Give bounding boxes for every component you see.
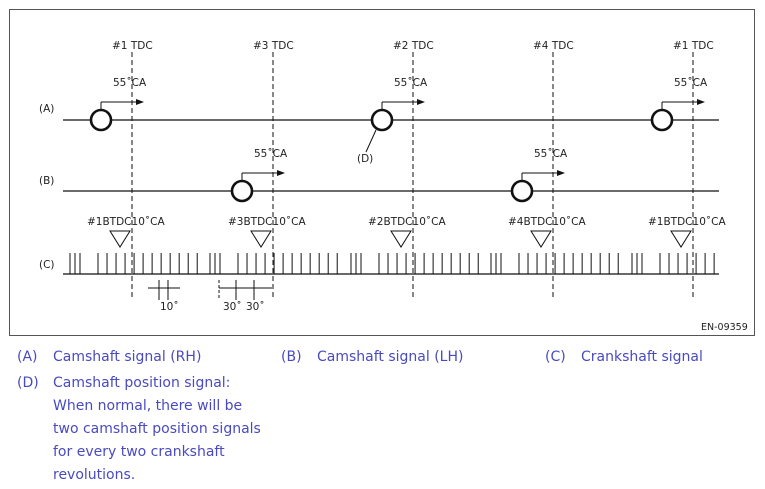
angle-label: 55˚CA	[534, 148, 568, 160]
tdc-label: #3 TDC	[253, 40, 294, 52]
dim-30b-label: 30˚	[246, 301, 265, 313]
legend-code-c: (C)	[545, 349, 566, 365]
legend-code-d: (D)	[17, 375, 39, 391]
btdc-marker	[530, 230, 552, 248]
cam-pulse-circle	[370, 108, 394, 132]
angle-arrow-head	[417, 99, 425, 105]
btdc-marker	[250, 230, 272, 248]
angle-label: 55˚CA	[674, 77, 708, 89]
legend-item-c: (C) Crankshaft signal	[545, 346, 703, 369]
dim-30a-label: 30˚	[223, 301, 242, 313]
timing-diagram-frame: #1 TDC #1BTDC10˚CA #3 TDC #3BTDC10˚CA #2 TDC…	[9, 9, 755, 336]
pointer-d-line	[365, 129, 377, 153]
legend-item-d: (D) Camshaft position signal: When norma…	[17, 372, 317, 489]
dimension-10-deg: 10˚	[148, 280, 180, 313]
legend-d-line: two camshaft position signals	[53, 421, 261, 437]
pointer-label-d: (D)	[357, 153, 373, 165]
dim-10-label: 10˚	[160, 301, 179, 313]
legend-d-line: Camshaft position signal:	[53, 375, 231, 391]
tdc-label: #4 TDC	[533, 40, 574, 52]
btdc-marker	[670, 230, 692, 248]
timing-diagram: #1 TDC #1BTDC10˚CA #3 TDC #3BTDC10˚CA #2 TDC…	[39, 40, 748, 333]
angle-label: 55˚CA	[254, 148, 288, 160]
cam-pulse-circle	[510, 179, 534, 203]
btdc-label: #1BTDC10˚CA	[87, 216, 165, 228]
legend-d-line: for every two crankshaft	[53, 444, 225, 460]
btdc-label: #3BTDC10˚CA	[228, 216, 306, 228]
legend-text-a: Camshaft signal (RH)	[53, 349, 202, 365]
tdc-label: #1 TDC	[112, 40, 153, 52]
angle-arrow-head	[697, 99, 705, 105]
cam-pulse-circle	[230, 179, 254, 203]
btdc-label: #4BTDC10˚CA	[508, 216, 586, 228]
row-label-b: (B)	[39, 175, 54, 187]
dimension-30-deg: 30˚ 30˚	[218, 280, 272, 313]
legend-item-a: (A) Camshaft signal (RH)	[17, 346, 201, 369]
figure-id: EN-09359	[701, 322, 748, 333]
cam-pulse-circle	[650, 108, 674, 132]
btdc-label: #1BTDC10˚CA	[648, 216, 726, 228]
btdc-marker	[390, 230, 412, 248]
row-label-c: (C)	[39, 259, 55, 271]
angle-label: 55˚CA	[394, 77, 428, 89]
btdc-label: #2BTDC10˚CA	[368, 216, 446, 228]
tdc-label: #1 TDC	[673, 40, 714, 52]
legend-d-line: revolutions.	[53, 467, 136, 483]
angle-arrow-head	[136, 99, 144, 105]
legend-code-a: (A)	[17, 349, 38, 365]
angle-arrow-head	[557, 170, 565, 176]
btdc-marker	[109, 230, 131, 248]
legend-text-b: Camshaft signal (LH)	[317, 349, 464, 365]
legend-d-line: When normal, there will be	[53, 398, 243, 414]
legend-code-b: (B)	[281, 349, 302, 365]
angle-arrow-head	[277, 170, 285, 176]
legend-text-c: Crankshaft signal	[581, 349, 703, 365]
cam-pulse-circle	[89, 108, 113, 132]
angle-label: 55˚CA	[113, 77, 147, 89]
tdc-dashed-lines	[131, 52, 694, 298]
row-label-a: (A)	[39, 103, 54, 115]
tdc-label: #2 TDC	[393, 40, 434, 52]
legend-item-b: (B) Camshaft signal (LH)	[281, 346, 463, 369]
